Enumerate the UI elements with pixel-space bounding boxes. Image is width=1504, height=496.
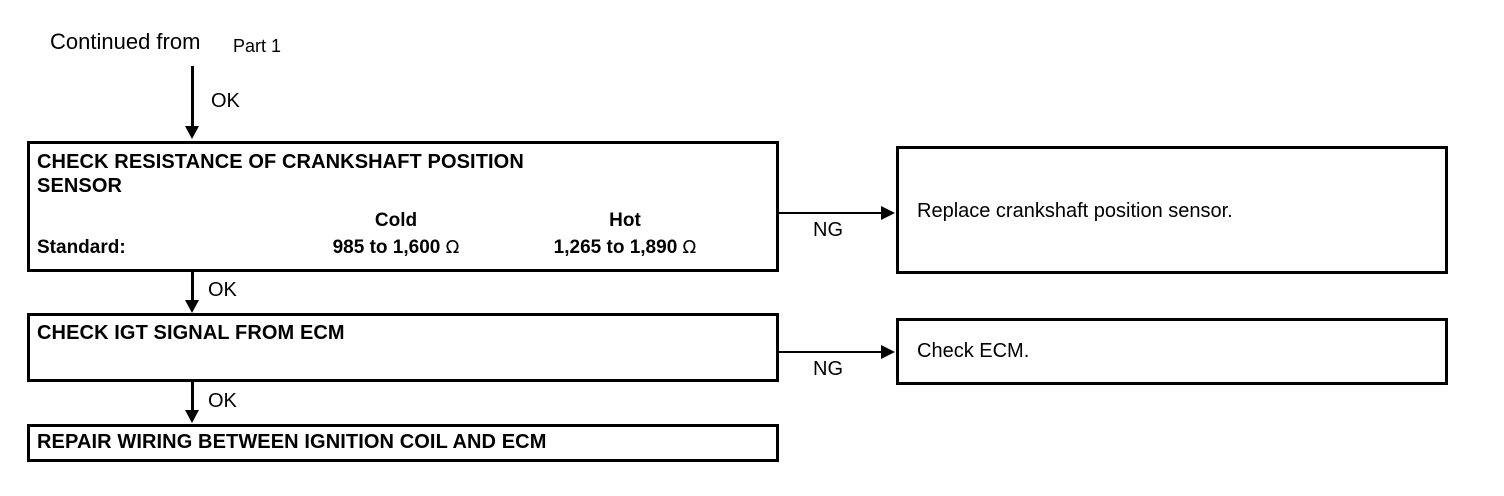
ok-arrowhead-icon-2 — [185, 410, 199, 423]
ok-connector-line-1 — [191, 272, 194, 302]
step-box-check-resistance-title: CHECK RESISTANCE OF CRANKSHAFT POSITION … — [37, 151, 524, 197]
ok-label-2: OK — [208, 390, 237, 412]
outcome-box-check-ecm-text: Check ECM. — [917, 340, 1030, 362]
ng-arrowhead-icon-2 — [881, 345, 895, 359]
step-box-check-igt-title: CHECK IGT SIGNAL FROM ECM — [37, 322, 345, 344]
step-box-check-igt[interactable] — [27, 313, 779, 382]
ng-connector-line-1 — [779, 212, 885, 214]
spec-value-cold: 985 to 1,600 Ω — [296, 237, 496, 259]
ng-label-2: NG — [813, 358, 843, 380]
ok-connector-line-2 — [191, 382, 194, 412]
ng-connector-line-2 — [779, 351, 885, 353]
spec-column-header-hot: Hot — [609, 210, 641, 231]
outcome-box-check-ecm[interactable] — [896, 318, 1448, 385]
entry-connector-line — [191, 66, 194, 128]
ng-arrowhead-icon-1 — [881, 206, 895, 220]
outcome-box-replace-sensor-text: Replace crankshaft position sensor. — [917, 200, 1233, 222]
ng-label-1: NG — [813, 219, 843, 241]
outcome-box-replace-sensor[interactable] — [896, 146, 1448, 274]
entry-arrowhead-icon — [185, 126, 199, 139]
continued-from-label: Continued from — [50, 29, 201, 54]
ohm-unit-icon-2: Ω — [682, 237, 697, 258]
step-box-repair-wiring[interactable] — [27, 424, 779, 462]
spec-value-hot: 1,265 to 1,890 Ω — [525, 237, 725, 259]
spec-value-hot-number: 1,265 to 1,890 — [553, 237, 683, 258]
step-box-check-resistance[interactable] — [27, 141, 779, 272]
spec-standard-label: Standard: — [37, 237, 126, 258]
spec-column-header-cold: Cold — [374, 210, 418, 231]
spec-value-cold-number: 985 to 1,600 — [332, 237, 446, 258]
ok-label-1: OK — [208, 279, 237, 301]
continued-from-part-label: Part 1 — [233, 36, 282, 56]
ok-arrowhead-icon-1 — [185, 300, 199, 313]
entry-ok-label: OK — [211, 90, 240, 112]
ohm-unit-icon: Ω — [445, 237, 460, 258]
step-box-repair-wiring-title: REPAIR WIRING BETWEEN IGNITION COIL AND … — [37, 431, 547, 453]
